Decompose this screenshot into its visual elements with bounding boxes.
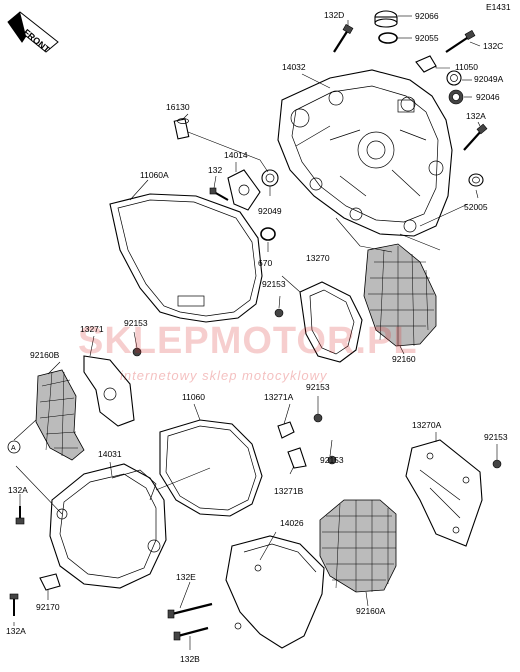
- part-labels: 132D 92066 92055 132C 14032 11050 92049A…: [6, 10, 508, 664]
- part-label-16130: 16130: [166, 102, 190, 112]
- plate-13270: [299, 281, 363, 363]
- bolt-132a-top: [463, 123, 488, 151]
- part-label-132c: 132C: [483, 41, 503, 51]
- oil-seal-92049a: [446, 70, 462, 86]
- baffle-92160a: [319, 499, 397, 593]
- plate-13270a: [405, 439, 483, 547]
- part-label-92153-left: 92153: [124, 318, 148, 328]
- bolt-92153-right: [492, 459, 502, 469]
- plate-13271: [83, 355, 135, 427]
- leader-lines: [13, 15, 498, 650]
- bolt-132c: [445, 29, 476, 53]
- watermark-brand: SKLEPMOTOR.PL: [78, 320, 418, 362]
- plate-14014: [227, 169, 261, 211]
- part-label-92170: 92170: [36, 602, 60, 612]
- cover-14026: [225, 535, 325, 649]
- part-label-11060: 11060: [182, 392, 205, 402]
- part-label-11050: 11050: [455, 62, 478, 72]
- part-label-92153-c1: 92153: [306, 382, 330, 392]
- o-ring-670: [260, 227, 276, 241]
- gasket-11060a: [109, 193, 263, 323]
- bolt-92153-mid: [274, 308, 284, 318]
- part-label-132a-left: 132A: [8, 485, 28, 495]
- part-label-132e: 132E: [176, 572, 196, 582]
- bolt-92153-c1: [313, 413, 323, 423]
- oil-cap-92066: [374, 10, 398, 28]
- part-label-13270a: 13270A: [412, 420, 442, 430]
- baffle-92160: [363, 243, 437, 347]
- watermark: SKLEPMOTOR.PL internetowy sklep motocykl…: [78, 320, 418, 383]
- baffle-92160b: [35, 369, 85, 461]
- part-label-92046: 92046: [476, 92, 500, 102]
- clutch-cover-14032: [277, 69, 453, 237]
- part-label-92066: 92066: [415, 11, 439, 21]
- bolt-132d: [333, 23, 354, 53]
- part-label-92153-c2: 92153: [320, 455, 344, 465]
- part-label-92055: 92055: [415, 33, 439, 43]
- part-label-92049: 92049: [258, 206, 282, 216]
- part-label-92160a: 92160A: [356, 606, 386, 616]
- part-label-13271b: 13271B: [274, 486, 304, 496]
- part-label-132b: 132B: [180, 654, 200, 664]
- part-label-92049a: 92049A: [474, 74, 504, 84]
- part-label-92160b: 92160B: [30, 350, 60, 360]
- part-label-14014: 14014: [224, 150, 248, 160]
- callout-a-left: A: [7, 440, 21, 454]
- bolt-92153-c2: [327, 455, 337, 465]
- dowel-16130: [173, 118, 190, 140]
- bolt-132a-left: [15, 506, 25, 525]
- part-label-132a-bottom: 132A: [6, 626, 26, 636]
- gasket-11060: [159, 419, 263, 517]
- part-label-13270: 13270: [306, 253, 330, 263]
- part-label-132: 132: [208, 165, 222, 175]
- o-ring-92055: [378, 32, 398, 44]
- part-label-132d: 132D: [324, 10, 344, 20]
- part-label-52005: 52005: [464, 202, 488, 212]
- bracket-11050: [415, 55, 437, 73]
- plate-13271a: [277, 421, 295, 439]
- bolt-132b: [173, 626, 209, 641]
- diagram-code: E1431: [486, 2, 511, 12]
- part-label-13271a: 13271A: [264, 392, 294, 402]
- part-label-13271: 13271: [80, 324, 104, 334]
- oil-seal-92049: [261, 169, 279, 187]
- plate-13271b: [287, 447, 307, 469]
- svg-text:A: A: [11, 445, 16, 452]
- clip-92170: [39, 573, 61, 591]
- bolt-132e: [167, 602, 213, 619]
- part-label-92153-right: 92153: [484, 432, 508, 442]
- cap-52005: [468, 173, 484, 187]
- bolt-132a-bottom: [9, 593, 19, 616]
- bolt-132: [209, 187, 229, 201]
- generator-cover-14031: [49, 463, 167, 589]
- part-label-14026: 14026: [280, 518, 304, 528]
- front-arrow-icon: FRONT: [7, 11, 59, 55]
- part-label-14032: 14032: [282, 62, 306, 72]
- part-label-132a-top: 132A: [466, 111, 486, 121]
- part-label-92153-mid: 92153: [262, 279, 286, 289]
- bearing-92046: [448, 89, 464, 105]
- part-label-11060a: 11060A: [140, 170, 169, 180]
- part-label-92160: 92160: [392, 354, 416, 364]
- part-label-14031: 14031: [98, 449, 122, 459]
- part-label-670: 670: [258, 258, 272, 268]
- watermark-tagline: internetowy sklep motocyklowy: [120, 368, 328, 383]
